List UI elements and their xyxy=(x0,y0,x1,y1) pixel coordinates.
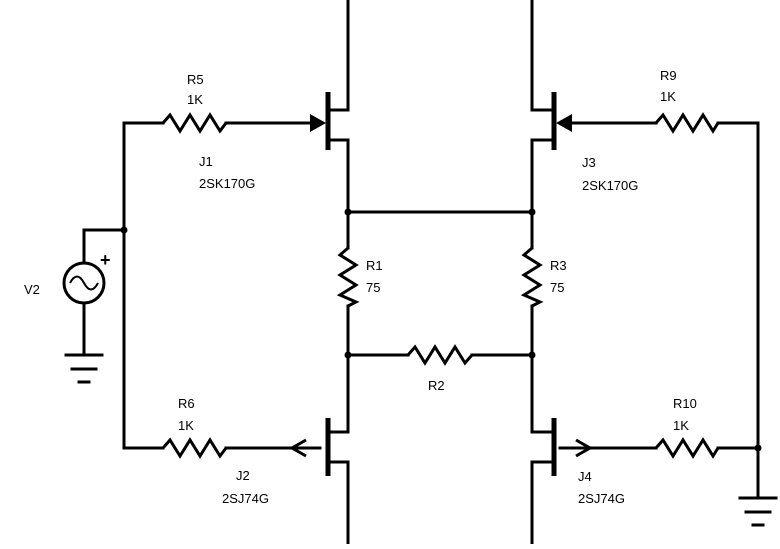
label-j1-part: 2SK170G xyxy=(199,176,255,191)
junction-dot xyxy=(344,208,352,216)
label-r3-value: 75 xyxy=(550,280,564,295)
ground-left-icon xyxy=(64,353,104,384)
v2-polarity: + xyxy=(100,250,111,270)
label-j2-ref: J2 xyxy=(236,468,250,483)
label-r1-value: 75 xyxy=(366,280,380,295)
jfet-j2 xyxy=(288,418,350,476)
gate-arrow-icon xyxy=(310,114,326,132)
source-circle-icon xyxy=(62,261,106,305)
gate-arrow-icon xyxy=(288,438,307,458)
junction-dot xyxy=(754,444,762,452)
label-r9-value: 1K xyxy=(660,89,676,104)
junction-dot xyxy=(120,226,128,234)
label-r3-ref: R3 xyxy=(550,258,567,273)
label-j4-part: 2SJ74G xyxy=(578,491,625,506)
resistor-r5 xyxy=(161,112,228,134)
label-j2-part: 2SJ74G xyxy=(222,491,269,506)
label-r10-ref: R10 xyxy=(673,396,697,411)
junction-dot xyxy=(528,208,536,216)
label-j1-ref: J1 xyxy=(199,154,213,169)
jfet-j3 xyxy=(530,92,572,150)
resistor-r2 xyxy=(406,344,474,366)
resistor-r10 xyxy=(654,437,720,459)
gate-arrow-icon xyxy=(575,438,594,458)
label-r6-value: 1K xyxy=(178,418,194,433)
labels: R5 1K J1 2SK170G R9 1K J3 2SK170G R1 75 … xyxy=(24,68,697,506)
jfet-j4 xyxy=(530,418,594,476)
jfet-j1 xyxy=(310,92,350,150)
label-v2-ref: V2 xyxy=(24,282,40,297)
gate-arrow-icon xyxy=(556,114,572,132)
junction-dot xyxy=(344,351,352,359)
label-r9-ref: R9 xyxy=(660,68,677,83)
label-j3-ref: J3 xyxy=(582,155,596,170)
resistor-r6 xyxy=(161,437,228,459)
label-r6-ref: R6 xyxy=(178,396,195,411)
label-r5-value: 1K xyxy=(187,92,203,107)
label-j4-ref: J4 xyxy=(578,469,592,484)
label-r10-value: 1K xyxy=(673,418,689,433)
resistor-r9 xyxy=(654,112,720,134)
label-j3-part: 2SK170G xyxy=(582,178,638,193)
junction-dot xyxy=(528,351,536,359)
resistor-r1 xyxy=(336,246,360,308)
wires xyxy=(82,0,760,546)
sine-wave-icon xyxy=(69,275,99,291)
resistor-r3 xyxy=(520,246,544,308)
junctions xyxy=(120,208,762,452)
label-r2-ref: R2 xyxy=(428,378,445,393)
ground-right-icon xyxy=(738,496,778,527)
label-r5-ref: R5 xyxy=(187,72,204,87)
label-r1-ref: R1 xyxy=(366,258,383,273)
voltage-source-v2: + xyxy=(62,250,111,305)
